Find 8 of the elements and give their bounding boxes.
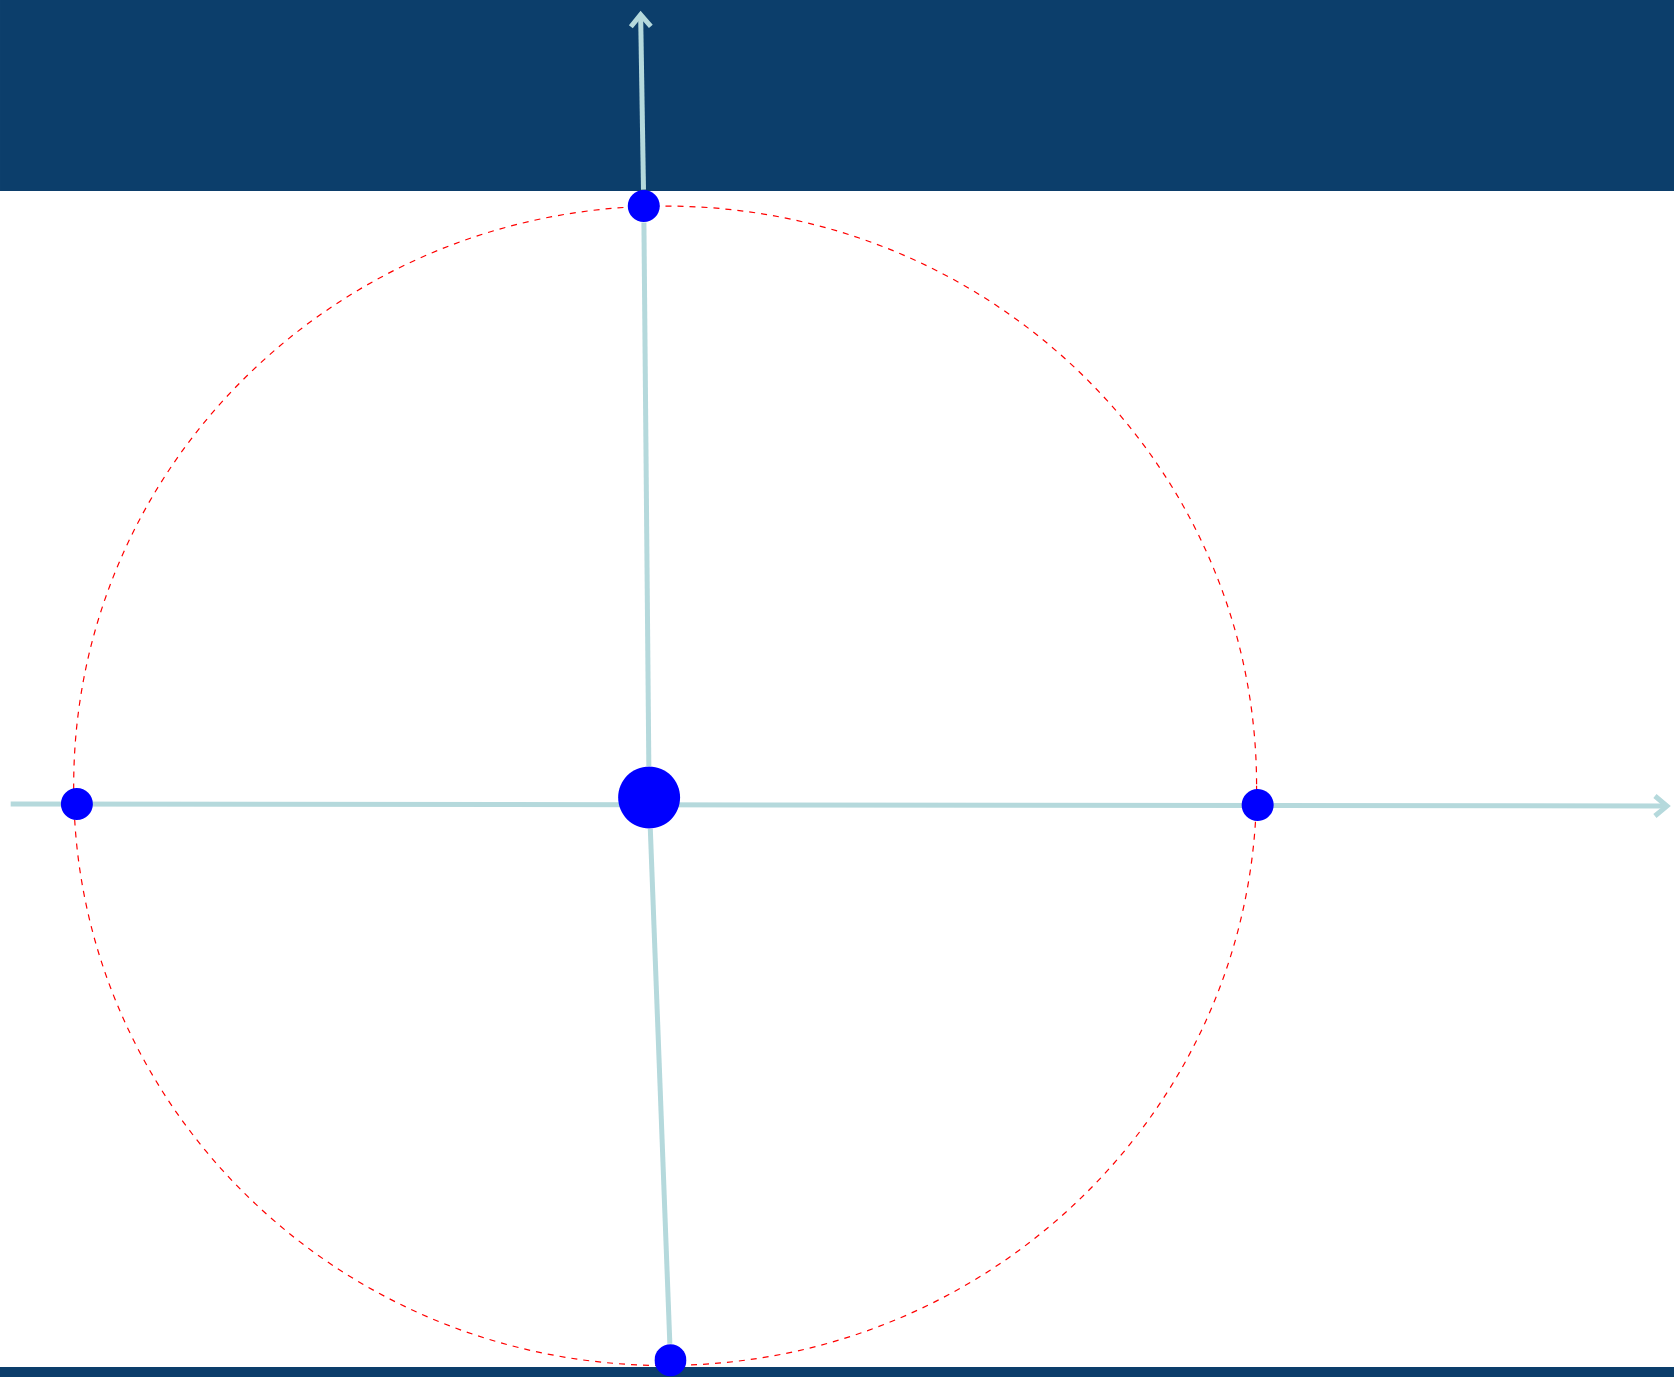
dot <box>60 787 93 820</box>
dot <box>654 1344 687 1377</box>
dot <box>1241 788 1274 821</box>
dot <box>627 190 660 223</box>
axis-line <box>641 222 652 767</box>
axis-line <box>628 10 653 190</box>
dot <box>618 766 681 829</box>
axis-line <box>647 828 673 1344</box>
